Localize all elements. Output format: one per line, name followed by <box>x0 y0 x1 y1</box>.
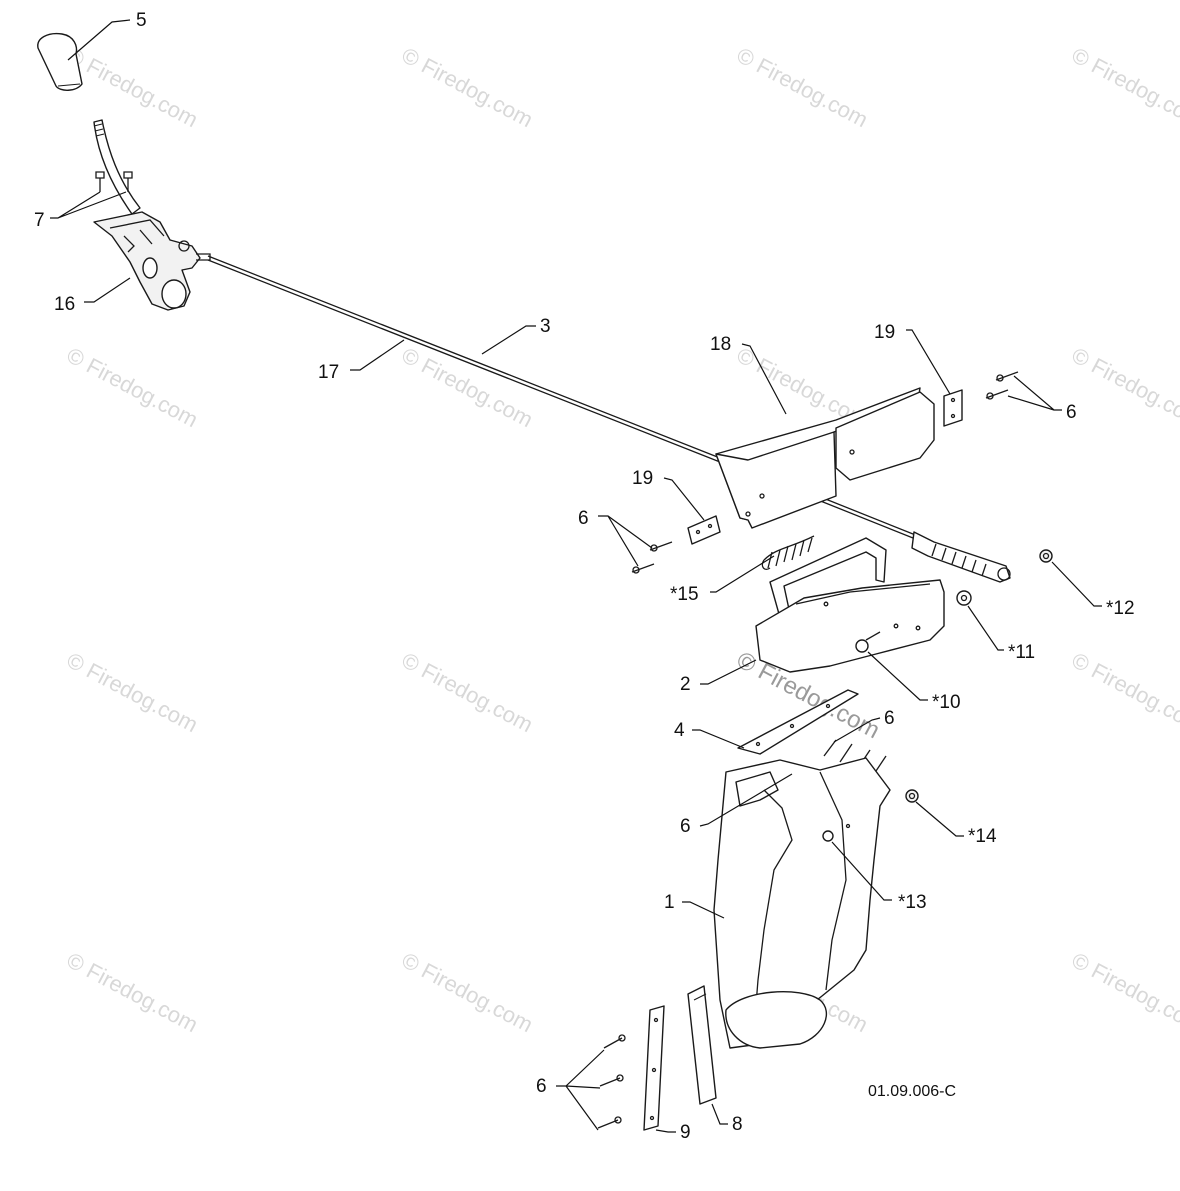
part-19-plate-lower <box>687 515 721 545</box>
part-16-lever-bracket <box>93 211 211 311</box>
callout-19-lower: 19 <box>632 468 653 489</box>
part-18-deflector <box>715 387 935 529</box>
callout-15: *15 <box>670 584 699 605</box>
part-14-nut <box>905 789 919 803</box>
callout-10: *10 <box>932 692 961 713</box>
part-19-plate-upper <box>943 389 963 427</box>
callout-9: 9 <box>680 1122 691 1143</box>
callout-5: 5 <box>136 10 147 31</box>
part-6-rivets-lower <box>597 1034 626 1129</box>
callout-11: *11 <box>1008 642 1035 663</box>
watermark: © Firedog.com <box>733 42 872 132</box>
callout-labels: 5 7 16 17 3 18 19 6 19 6 *15 *12 *11 *10… <box>34 10 1135 1143</box>
callout-19-upper: 19 <box>874 322 895 343</box>
callout-6-upper-right: 6 <box>1066 402 1077 423</box>
watermark: © Firedog.com <box>1068 42 1180 132</box>
callout-6-chute: 6 <box>680 816 691 837</box>
callout-2: 2 <box>680 674 691 695</box>
part-2-upper-chute <box>755 537 945 673</box>
callout-14: *14 <box>968 826 997 847</box>
watermark: © Firedog.com <box>63 947 202 1037</box>
callout-6-left: 6 <box>578 508 589 529</box>
watermark: © Firedog.com <box>1068 342 1180 432</box>
callout-16: 16 <box>54 294 75 315</box>
leader-lines <box>50 19 1102 1133</box>
part-10-bolt <box>855 631 881 653</box>
callout-6-lower: 6 <box>536 1076 547 1097</box>
watermark: © Firedog.com <box>398 342 537 432</box>
watermark: © Firedog.com <box>398 42 537 132</box>
watermark: © Firedog.com <box>1068 947 1180 1037</box>
part-6-rivets-left <box>631 541 673 574</box>
callout-4: 4 <box>674 720 685 741</box>
callout-12: *12 <box>1106 598 1135 619</box>
adjuster-rod <box>911 531 1011 583</box>
part-1-main-chute <box>713 757 891 1049</box>
callout-8: 8 <box>732 1114 743 1135</box>
part-7-screws <box>95 171 133 192</box>
callout-13: *13 <box>898 892 927 913</box>
shift-rod <box>93 119 141 215</box>
part-15-spring <box>761 535 815 570</box>
watermark: © Firedog.com <box>63 42 202 132</box>
part-8-plate <box>687 985 717 1105</box>
watermark: © Firedog.com <box>63 647 202 737</box>
callout-17: 17 <box>318 362 339 383</box>
callout-7: 7 <box>34 210 45 231</box>
watermark: © Firedog.com <box>1068 647 1180 737</box>
part-5-knob <box>37 32 83 91</box>
watermark: © Firedog.com <box>398 947 537 1037</box>
callout-3: 3 <box>540 316 551 337</box>
watermark: © Firedog.com <box>398 647 537 737</box>
part-9-strip <box>643 1005 665 1131</box>
part-6-rivets-upper-right <box>985 371 1019 400</box>
callout-6-mid: 6 <box>884 708 895 729</box>
part-11-washer <box>956 590 972 606</box>
watermark-layer: © Firedog.com © Firedog.com © Firedog.co… <box>63 42 1180 1037</box>
part-4-plate <box>737 689 859 755</box>
callout-18: 18 <box>710 334 731 355</box>
part-12-nut <box>1039 549 1053 563</box>
drawing-code: 01.09.006-C <box>868 1083 956 1100</box>
callout-1: 1 <box>664 892 675 913</box>
watermark: © Firedog.com <box>63 342 202 432</box>
